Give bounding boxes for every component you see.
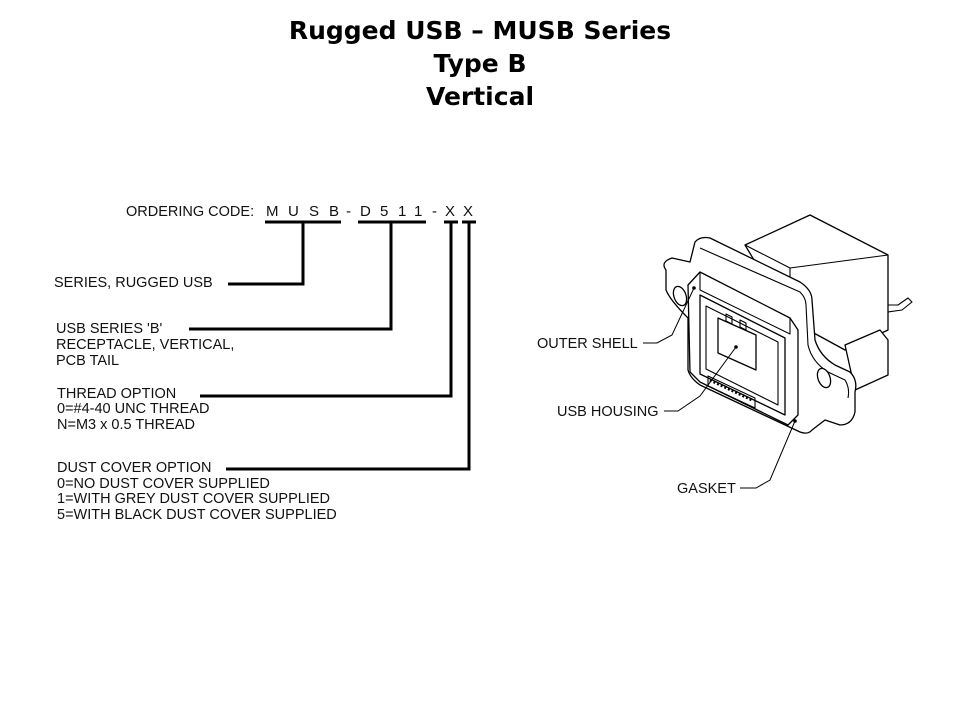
desc-usb-series-heading: USB SERIES 'B' bbox=[56, 321, 162, 337]
rear-body-edge bbox=[789, 254, 889, 269]
code-char-1a: 1 bbox=[398, 203, 406, 220]
leader-usb-series bbox=[189, 222, 393, 331]
code-char-x2: X bbox=[463, 203, 473, 220]
desc-series: SERIES, RUGGED USB bbox=[54, 275, 213, 291]
usb-housing bbox=[717, 317, 757, 371]
leader-thread bbox=[200, 222, 453, 398]
desc-dust-cover-heading: DUST COVER OPTION bbox=[57, 460, 211, 476]
code-char-u: U bbox=[288, 203, 299, 220]
leader-outer-shell bbox=[643, 287, 695, 344]
desc-usb-series-line: PCB TAIL bbox=[56, 353, 119, 369]
desc-thread: THREAD OPTION 0=#4-40 UNC THREAD N=M3 x … bbox=[57, 386, 209, 433]
flange-inner-edge bbox=[699, 247, 850, 399]
code-char-s: S bbox=[309, 203, 319, 220]
desc-dust-cover-line: 0=NO DUST COVER SUPPLIED bbox=[57, 476, 270, 492]
ordering-code-diagram: ORDERING CODE: M U S B - D 5 1 1 - X X S… bbox=[54, 203, 476, 523]
title-line-1: Rugged USB – MUSB Series bbox=[288, 16, 672, 45]
code-char-5: 5 bbox=[380, 203, 388, 220]
desc-series-heading: SERIES, RUGGED USB bbox=[54, 275, 213, 291]
leader-usb-housing bbox=[664, 346, 737, 412]
shell-opening-inner bbox=[705, 305, 779, 406]
code-separator-2: - bbox=[432, 203, 437, 220]
title-line-3: Vertical bbox=[425, 82, 535, 111]
desc-thread-heading: THREAD OPTION bbox=[57, 386, 176, 402]
desc-dust-cover-line: 1=WITH GREY DUST COVER SUPPLIED bbox=[57, 491, 330, 507]
code-char-m: M bbox=[266, 203, 279, 220]
callout-usb-housing: USB HOUSING bbox=[557, 404, 659, 420]
usb-contacts bbox=[725, 313, 747, 331]
leader-dust-cover bbox=[226, 222, 471, 471]
ordering-code-label: ORDERING CODE: bbox=[126, 204, 254, 220]
leader-series bbox=[228, 222, 305, 286]
desc-dust-cover: DUST COVER OPTION 0=NO DUST COVER SUPPLI… bbox=[57, 460, 337, 523]
desc-thread-line: N=M3 x 0.5 THREAD bbox=[57, 417, 195, 433]
code-char-x1: X bbox=[445, 203, 455, 220]
callout-outer-shell: OUTER SHELL bbox=[537, 336, 638, 352]
desc-thread-line: 0=#4-40 UNC THREAD bbox=[57, 401, 209, 417]
code-char-1b: 1 bbox=[414, 203, 422, 220]
desc-usb-series: USB SERIES 'B' RECEPTACLE, VERTICAL, PCB… bbox=[56, 321, 234, 369]
pcb-tail bbox=[887, 297, 913, 313]
leader-gasket bbox=[740, 420, 796, 489]
callout-gasket: GASKET bbox=[677, 481, 736, 497]
mounting-hole-left bbox=[672, 285, 688, 307]
outer-shell-top-edge bbox=[699, 272, 791, 335]
code-separator-1: - bbox=[346, 203, 351, 220]
desc-usb-series-line: RECEPTACLE, VERTICAL, bbox=[56, 337, 234, 353]
title-line-2: Type B bbox=[433, 49, 527, 78]
code-char-d: D bbox=[360, 203, 371, 220]
pin-row bbox=[707, 375, 756, 409]
desc-dust-cover-line: 5=WITH BLACK DUST COVER SUPPLIED bbox=[57, 507, 337, 523]
slide-title: Rugged USB – MUSB Series Type B Vertical bbox=[0, 14, 960, 113]
code-char-b: B bbox=[329, 203, 339, 220]
connector-drawing: OUTER SHELL USB HOUSING GASKET bbox=[537, 214, 913, 497]
mounting-hole-right bbox=[816, 367, 832, 389]
